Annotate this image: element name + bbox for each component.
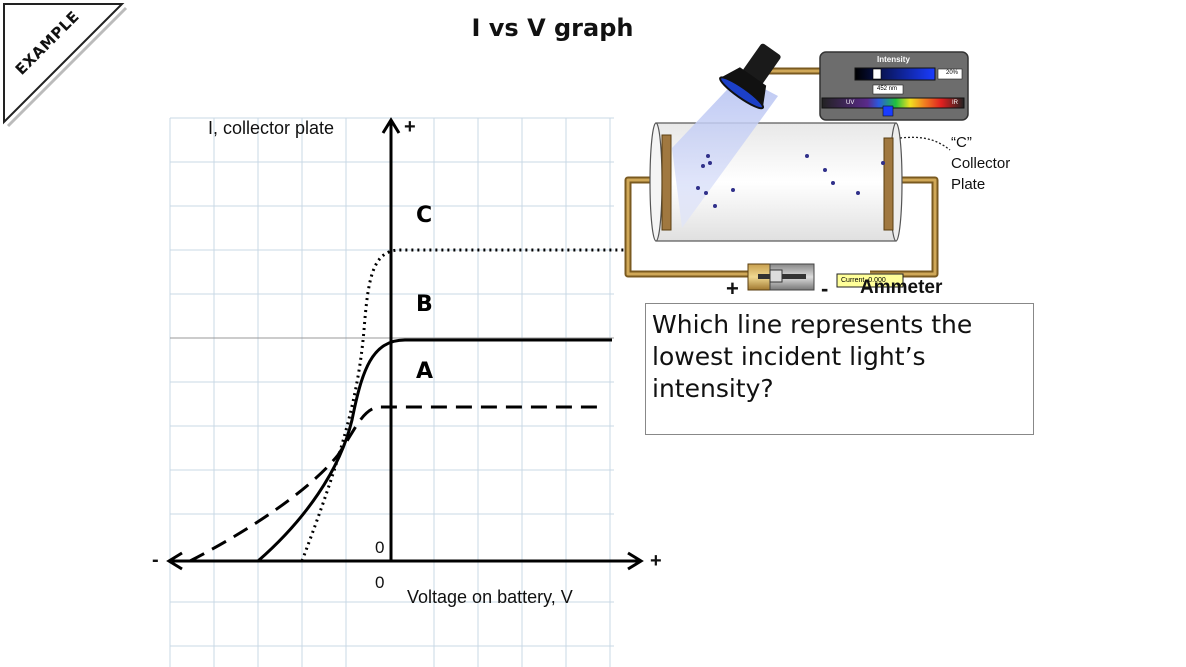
x-axis-minus: - bbox=[152, 549, 159, 571]
curve-label-b: B bbox=[416, 292, 433, 317]
x-axis-plus: + bbox=[650, 550, 662, 572]
wavelength-slider-handle bbox=[882, 105, 894, 117]
flashlight-icon bbox=[719, 43, 781, 110]
example-badge bbox=[3, 3, 128, 128]
battery-plus: + bbox=[726, 276, 739, 301]
emitter-plate bbox=[661, 134, 672, 231]
page-title: I vs V graph bbox=[471, 14, 634, 42]
collector-plate bbox=[883, 137, 894, 231]
intensity-panel-title: Intensity bbox=[877, 55, 910, 64]
iv-graph bbox=[166, 117, 644, 667]
curve-label-c: C bbox=[416, 203, 433, 228]
intensity-slider-handle bbox=[872, 68, 882, 80]
curve-c-dotted bbox=[300, 248, 628, 562]
curve-a-dashed bbox=[189, 405, 600, 563]
ammeter-label: Ammeter bbox=[860, 277, 943, 298]
intensity-value: 20% bbox=[946, 70, 959, 76]
battery-minus: - bbox=[821, 276, 829, 301]
y-axis-arrow bbox=[381, 117, 401, 134]
question-box: Which line represents the lowest inciden… bbox=[645, 303, 1034, 435]
photoelectric-apparatus bbox=[624, 43, 969, 291]
spectrum-ir-label: IR bbox=[952, 100, 958, 106]
wavelength-value: 452 nm bbox=[877, 86, 898, 92]
origin-y-label: 0 bbox=[375, 538, 385, 557]
curve-label-a: A bbox=[416, 359, 434, 384]
y-axis-label: I, collector plate bbox=[208, 118, 335, 138]
x-axis-arrow-right bbox=[627, 551, 644, 571]
ammeter-readout: Current 0.000 bbox=[841, 277, 886, 284]
origin-x-label: 0 bbox=[375, 573, 385, 592]
battery-icon bbox=[747, 263, 815, 291]
ammeter-readout-box bbox=[836, 273, 904, 288]
spectrum-uv-label: UV bbox=[846, 100, 855, 106]
light-beam bbox=[672, 76, 778, 228]
x-axis-label: Voltage on battery, V bbox=[407, 587, 573, 607]
y-axis-plus: + bbox=[404, 116, 416, 138]
collector-leader bbox=[899, 136, 951, 151]
electrons bbox=[696, 154, 885, 208]
curve-b-solid bbox=[257, 338, 612, 563]
collector-plate-label: “C” Collector Plate bbox=[951, 134, 1011, 193]
x-axis-arrow-left bbox=[166, 551, 183, 571]
